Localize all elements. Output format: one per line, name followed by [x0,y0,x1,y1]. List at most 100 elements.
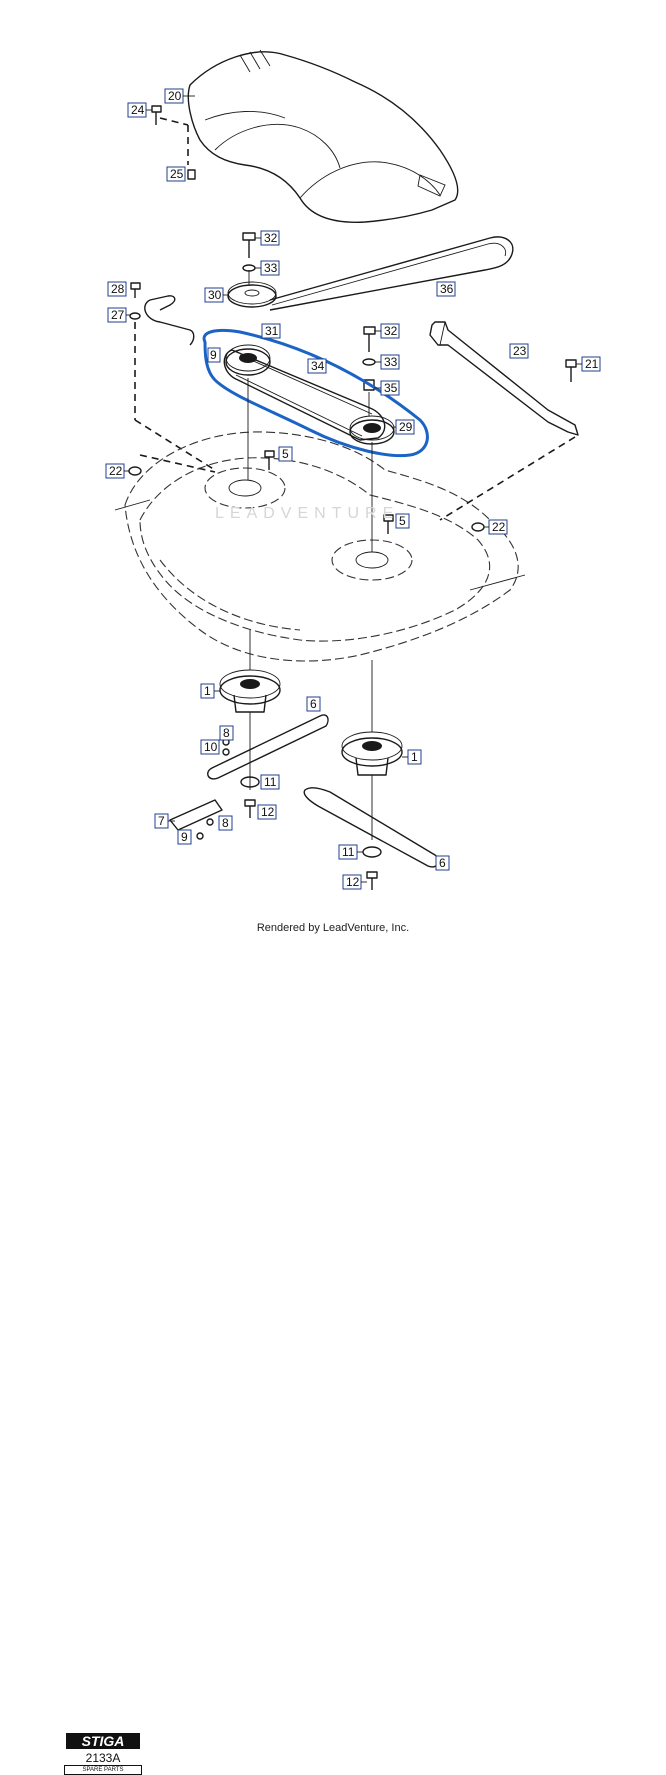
bolt-28[interactable] [130,282,141,298]
callout-12-right: 12 [342,874,362,890]
svg-text:1: 1 [411,750,418,764]
bolt-9[interactable] [196,832,204,840]
svg-text:22: 22 [492,520,506,534]
svg-text:8: 8 [222,816,229,830]
belt-34[interactable] [223,349,386,441]
svg-text:20: 20 [168,89,182,103]
pulley-29[interactable] [349,415,395,445]
svg-text:7: 7 [158,814,165,828]
belt-36[interactable] [269,236,514,311]
svg-text:11: 11 [264,775,277,789]
washer-33-right[interactable] [362,358,376,366]
svg-text:10: 10 [204,740,218,754]
callout-32-right: 32 [380,323,400,339]
spacer-35[interactable] [363,379,375,391]
callout-28: 28 [107,281,127,297]
belt-cover[interactable] [187,49,459,223]
callout-24: 24 [127,102,147,118]
svg-text:6: 6 [310,697,317,711]
svg-text:12: 12 [346,875,360,889]
svg-text:25: 25 [170,167,184,181]
svg-text:29: 29 [399,420,413,434]
callout-27: 27 [107,307,127,323]
callout-22-right: 22 [488,519,508,535]
callout-1-left: 1 [200,683,215,699]
bolt-12-right[interactable] [366,871,378,890]
svg-text:24: 24 [131,103,145,117]
bolt-24[interactable] [151,105,162,125]
callout-25: 25 [166,166,186,182]
parts-diagram: 20 24 25 32 33 36 28 30 27 31 9 34 32 33… [105,49,601,890]
callout-22-left: 22 [105,463,125,479]
svg-text:36: 36 [440,282,454,296]
callout-29: 29 [395,419,415,435]
svg-text:28: 28 [111,282,125,296]
bolt-32-top[interactable] [242,232,256,258]
callout-32-top: 32 [260,230,280,246]
bracket-23[interactable] [429,321,579,436]
bolt-5-left[interactable] [264,450,275,470]
svg-text:9: 9 [210,348,217,362]
bolt-21[interactable] [565,359,577,382]
callout-31: 31 [261,323,281,339]
drawing-code: 2133A [85,1751,121,1765]
footer-credit: Rendered by LeadVenture, Inc. [256,922,410,934]
spindle-1-left[interactable] [219,669,281,713]
svg-text:34: 34 [311,359,325,373]
bolt-25[interactable] [187,169,196,180]
svg-text:9: 9 [181,830,188,844]
svg-text:35: 35 [384,381,398,395]
callout-8-bottom: 8 [218,815,233,831]
svg-text:8: 8 [223,726,230,740]
blade-6-left[interactable] [207,714,329,780]
svg-text:5: 5 [399,514,406,528]
callout-11-right: 11 [338,844,358,860]
svg-text:11: 11 [342,845,355,859]
svg-text:33: 33 [384,355,398,369]
svg-text:23: 23 [513,344,527,358]
callout-33-right: 33 [380,354,400,370]
bolt-5-right[interactable] [383,514,394,534]
callout-7: 7 [154,813,169,829]
bolt-32-right[interactable] [363,326,376,352]
nut-8-bottom[interactable] [206,818,214,826]
svg-text:STIGA: STIGA [82,1733,125,1749]
spindle-1-right[interactable] [341,731,403,776]
nut-22-left[interactable] [128,466,142,476]
mower-deck[interactable] [114,431,526,662]
bolt-12-left[interactable] [244,799,256,818]
stiga-wordmark-icon: STIGA [66,1733,140,1749]
callout-10: 10 [200,739,220,755]
callout-11-left: 11 [260,774,280,790]
pulley-left[interactable] [225,344,271,376]
callout-21: 21 [581,356,601,372]
callout-34: 34 [307,358,327,374]
watermark: LEADVENTURE [215,505,400,522]
callout-5-left: 5 [278,446,293,462]
callout-8-top: 8 [219,725,234,741]
callout-30: 30 [204,287,224,303]
svg-text:21: 21 [585,357,599,371]
callout-33-top: 33 [260,260,280,276]
washer-11-left[interactable] [240,776,260,788]
blade-6-right[interactable] [303,787,440,868]
washer-11-right[interactable] [362,846,382,858]
callout-20: 20 [164,88,184,104]
spring-27[interactable] [144,295,195,346]
svg-text:6: 6 [439,856,446,870]
nut-22-right[interactable] [471,522,485,532]
callout-6-right: 6 [435,855,450,871]
svg-text:1: 1 [204,684,211,698]
blade-7[interactable] [169,799,223,831]
callout-36: 36 [436,281,456,297]
callout-1-right: 1 [407,749,422,765]
svg-text:27: 27 [111,308,125,322]
pulley-30[interactable] [227,281,277,308]
callout-6-left: 6 [306,696,321,712]
stiga-logo: STIGA 2133A SPARE PARTS [32,866,142,1775]
bolt-10[interactable] [222,748,230,756]
svg-text:32: 32 [264,231,278,245]
callout-23: 23 [509,343,529,359]
spare-parts-label: SPARE PARTS [64,1765,142,1775]
callout-35: 35 [380,380,400,396]
